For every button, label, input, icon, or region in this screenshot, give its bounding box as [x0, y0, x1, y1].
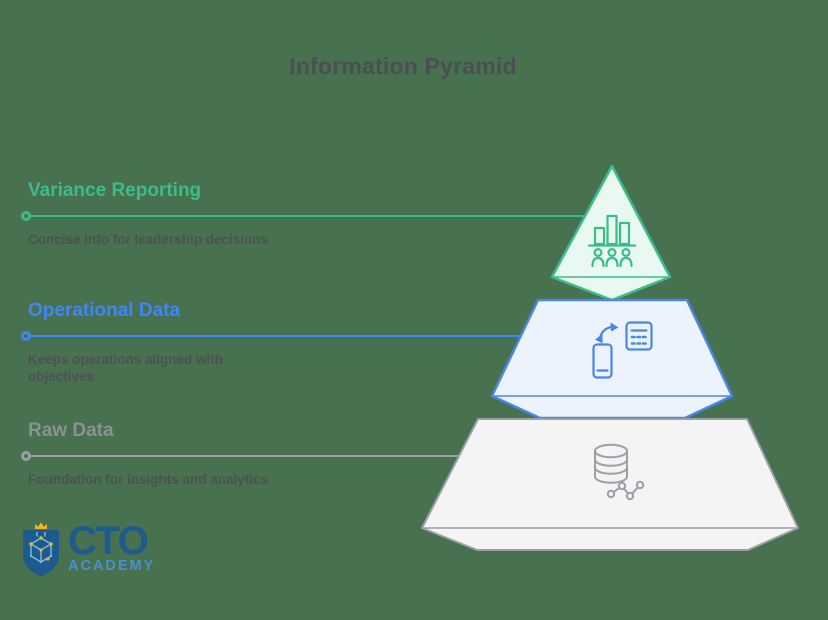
- level-block-operational-data: Operational Data Keeps operations aligne…: [21, 300, 521, 385]
- level-block-raw-data: Raw Data Foundation for insights and ana…: [21, 420, 459, 488]
- level-block-variance-reporting: Variance Reporting Concise info for lead…: [21, 180, 585, 248]
- level-description-variance-reporting: Concise info for leadership decisions: [28, 232, 269, 247]
- bar-chart-people-icon: [587, 214, 637, 268]
- connector-rule: [31, 455, 459, 457]
- connector-line-raw-data: [21, 451, 459, 461]
- level-description-operational-data: Keeps operations aligned with objectives: [28, 352, 224, 384]
- level-label-operational-data: Operational Data: [28, 300, 181, 321]
- level-label-variance-reporting: Variance Reporting: [28, 180, 202, 201]
- pyramid-level-raw-data: [421, 418, 799, 551]
- pyramid-level-operational-data: [490, 298, 734, 420]
- connector-rule: [31, 335, 521, 337]
- level-description-raw-data: Foundation for insights and analytics: [28, 472, 269, 487]
- logo-text: CTO ACADEMY: [68, 521, 155, 574]
- connector-line-variance-reporting: [21, 211, 585, 221]
- shield-logo-icon: [23, 522, 59, 577]
- connector-ring-icon: [21, 331, 31, 341]
- logo-primary-text: CTO: [68, 519, 149, 563]
- phone-calculator-sync-icon: [592, 321, 653, 379]
- page-title: Information Pyramid: [289, 53, 517, 79]
- cto-academy-logo: CTO ACADEMY: [18, 521, 155, 579]
- connector-line-operational-data: [21, 331, 521, 341]
- connector-ring-icon: [21, 451, 31, 461]
- connector-rule: [31, 215, 585, 217]
- level-label-raw-data: Raw Data: [28, 420, 114, 441]
- database-network-icon: [594, 443, 645, 501]
- connector-ring-icon: [21, 211, 31, 221]
- logo-secondary-text: ACADEMY: [68, 558, 156, 574]
